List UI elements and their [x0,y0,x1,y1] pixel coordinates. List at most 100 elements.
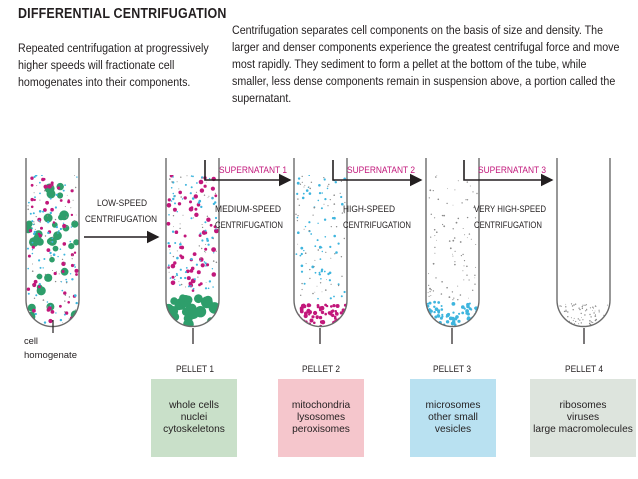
particle [343,318,347,323]
particle [333,203,336,205]
particle [571,305,574,307]
particle [341,202,344,206]
particle [335,304,340,308]
particle [441,313,444,316]
particle [60,267,69,276]
particle [26,287,31,291]
particle [321,250,323,253]
arrow-supernatant-1 [204,160,292,187]
particle [582,304,584,306]
particle [426,302,429,305]
particle [565,303,567,305]
particle [581,307,584,310]
particle [327,311,332,315]
particle [27,321,30,324]
particle [73,239,79,246]
pellet-2-item: lysosomes [296,412,346,423]
particle [434,252,436,254]
particle [198,199,202,203]
particle [214,216,218,220]
particle [208,280,212,283]
particle [75,214,77,216]
particle [211,268,214,270]
particle [172,192,175,195]
particle [578,307,580,309]
particle [339,192,341,194]
particle [42,299,45,301]
particle [453,237,456,239]
particle [70,263,75,268]
particle [43,258,46,260]
particle [301,175,303,178]
particle [457,319,461,323]
particle [433,300,436,304]
particle [565,310,567,312]
particle [59,248,62,250]
tube-5 [556,158,611,328]
particle [215,228,217,230]
particle [328,279,331,282]
particle [192,252,197,256]
particle [298,204,300,206]
particle [206,215,209,217]
particle [589,307,592,309]
particle [190,285,192,287]
particle [343,237,345,240]
particle [329,199,331,201]
particle [203,261,206,263]
particle [434,246,436,249]
particle [52,253,56,256]
particle [340,256,343,258]
particle [475,266,477,268]
particle [52,270,54,271]
particle [72,189,74,191]
particle [465,309,469,313]
particle [173,209,174,211]
particle [454,261,456,263]
particle [580,322,582,324]
particle [565,309,567,311]
particle [211,247,217,253]
particle [49,256,55,263]
particle [573,325,575,327]
particle [194,212,199,217]
particle [203,194,206,196]
particle [573,304,575,306]
particle [204,221,207,224]
particle [66,225,68,228]
particle [453,323,457,327]
particle [432,262,435,265]
particle [595,314,596,316]
particle [196,182,198,184]
particle [196,203,201,207]
particle [74,268,79,273]
particle [430,289,432,291]
particle [70,253,74,257]
particle [50,241,52,243]
particle [180,241,182,243]
particle [466,304,470,309]
particle [320,207,323,210]
particle [191,209,193,210]
particle [314,259,316,261]
particle [474,283,476,285]
particle [319,248,321,249]
tube-3-particles [294,175,347,327]
particle [61,270,65,273]
particle [173,278,176,281]
particle [472,289,474,291]
particle [584,314,586,316]
particle [212,202,216,206]
particle [179,276,182,280]
particle [318,271,321,274]
particle [50,207,54,212]
particle [211,196,214,200]
particle [581,317,582,319]
particle [295,319,299,323]
particle [436,231,438,233]
particle [44,273,53,282]
particle [451,291,454,293]
particle [215,250,217,252]
cell-homogenate-label-line-1: cell [24,336,38,347]
particle [474,277,476,279]
